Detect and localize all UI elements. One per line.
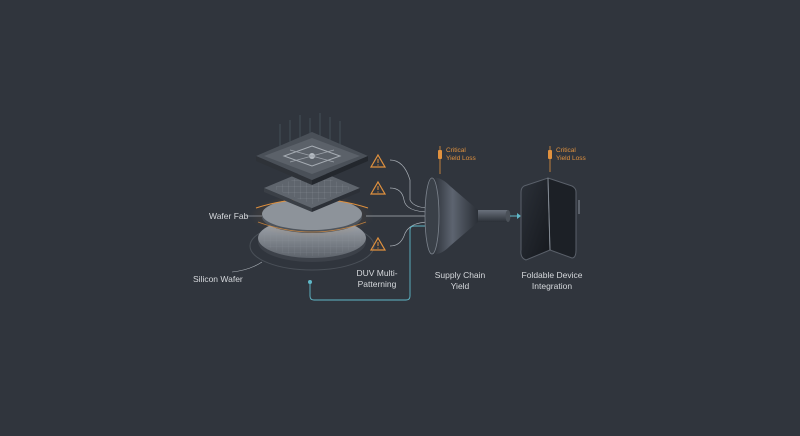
device-critical-callout: Critical Yield Loss [556,147,586,163]
warning-icon [369,236,387,251]
supply-chain-label-line1: Supply Chain [434,270,486,280]
warning-icon [369,153,387,168]
silicon-wafer-label: Silicon Wafer [193,274,243,284]
duv-label: DUV Multi- Patterning [352,268,402,290]
wafer-fab-disc [250,194,374,238]
supply-chain-label: Supply Chain Yield [430,270,490,292]
device-callout-line2: Yield Loss [556,155,586,162]
circuit-layer-top [256,132,368,185]
label-leaders [231,215,263,273]
foldable-device-label-line2: Integration [531,281,573,291]
foldable-device-label: Foldable Device Integration [515,270,589,292]
foldable-device-label-line1: Foldable Device [521,270,583,280]
yield-loss-marker-icon [548,146,552,172]
supply-chain-funnel [424,177,511,255]
circuit-layer-middle [264,168,360,212]
duv-label-line2: Patterning [357,279,397,289]
duv-label-line1: DUV Multi- [356,268,398,278]
device-callout-line1: Critical [556,147,576,154]
yield-loss-marker-icon [438,146,442,174]
arrow-to-device [510,213,521,219]
foldable-phone [520,177,580,261]
funnel-critical-callout: Critical Yield Loss [446,147,476,163]
warning-icon [369,180,387,195]
feedback-loop [308,225,432,301]
supply-chain-label-line2: Yield [450,281,470,291]
funnel-callout-line1: Critical [446,147,466,154]
funnel-callout-line2: Yield Loss [446,155,476,162]
wafer-fab-label: Wafer Fab [209,211,249,221]
